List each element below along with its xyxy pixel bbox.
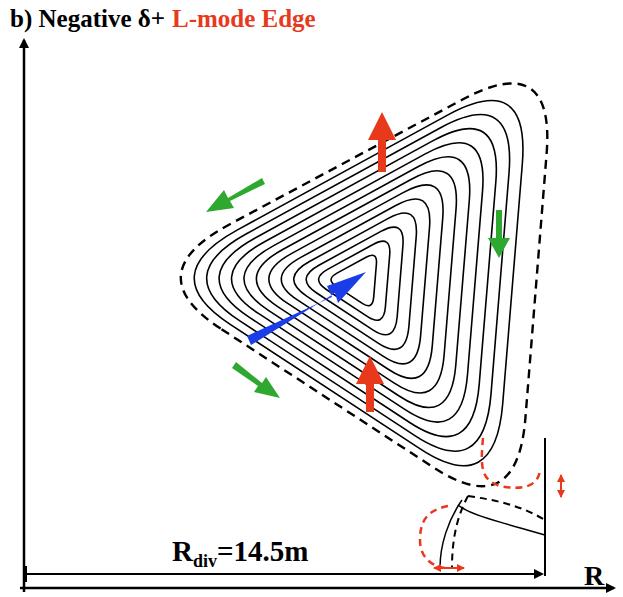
flux-surfaces [181, 83, 548, 486]
sol-flow-line [420, 506, 448, 568]
red-arrow [368, 112, 396, 172]
footprint-arrow [434, 567, 464, 569]
dimension-tick [25, 566, 27, 582]
panel-title: b) Negative δ+ [10, 6, 165, 31]
blue-arrow [247, 272, 366, 345]
green-arrow [488, 210, 510, 258]
panel-title-mode: L-mode Edge [172, 6, 316, 31]
flux-leg [440, 500, 462, 568]
horizontal-axis [20, 587, 614, 590]
flux-surface [219, 129, 496, 437]
flux-surface [244, 157, 470, 408]
sol-flow-line [482, 438, 540, 488]
footprint-arrow [560, 475, 562, 497]
green-arrow [232, 362, 280, 398]
axis-label: R [584, 562, 604, 590]
green-arrow [206, 178, 265, 212]
dimension-label: R [172, 537, 193, 566]
separatrix [181, 83, 548, 486]
dimension-subscript: div [193, 552, 217, 570]
dimension-line [24, 573, 542, 575]
red-arrow [356, 356, 384, 412]
flux-surface [232, 143, 483, 422]
flux-leg [458, 505, 545, 535]
divertor-plate [544, 438, 546, 576]
dimension-value: =14.5m [217, 537, 308, 566]
vertical-axis [23, 40, 26, 592]
flux-surface [207, 115, 510, 452]
